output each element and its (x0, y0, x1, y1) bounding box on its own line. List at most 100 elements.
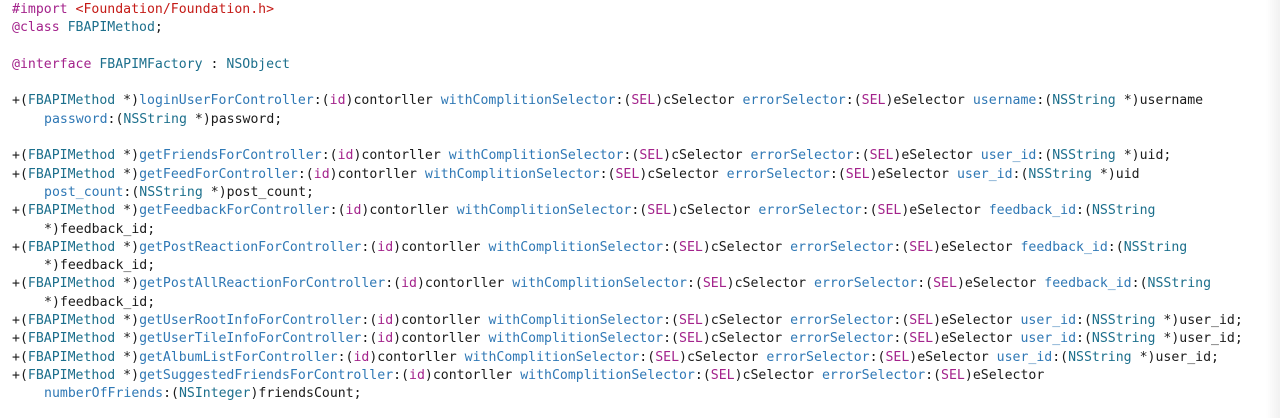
code-text: )cSelector (726, 276, 814, 292)
code-text: +( (12, 349, 28, 365)
code-text: :( (1036, 148, 1053, 164)
class-name-token: NSString (1068, 349, 1132, 365)
code-text: *)post_count; (202, 184, 314, 200)
code-line[interactable]: +(FBAPIMethod *)getUserTileInfoForContro… (12, 330, 1280, 348)
code-line[interactable]: *)feedback_id; (12, 221, 1280, 239)
selector-token: errorSelector (758, 203, 862, 219)
code-text: *) (115, 148, 140, 164)
code-text: *)password; (186, 111, 283, 127)
selector-token: feedback_id (1020, 239, 1108, 255)
keyword-token: SEL (877, 203, 902, 219)
keyword-token: SEL (679, 331, 703, 347)
selector-token: getFeedbackForController (139, 203, 330, 219)
class-name-token: FBAPIMFactory (99, 56, 203, 72)
class-name-token: NSString (1091, 203, 1156, 219)
class-name-token: NSString (123, 111, 187, 127)
selector-token: withComplitionSelector (448, 148, 624, 164)
selector-token: withComplitionSelector (464, 349, 640, 365)
code-text: :( (599, 166, 616, 182)
code-text: +( (12, 203, 28, 219)
keyword-token: SEL (702, 276, 727, 292)
keyword-token: id (377, 331, 394, 347)
selector-token: withComplitionSelector (488, 313, 664, 329)
code-line[interactable]: post_count:(NSString *)post_count; (12, 184, 1280, 202)
code-line[interactable]: password:(NSString *)password; (12, 111, 1280, 129)
code-text: :( (623, 148, 640, 164)
code-text: )contorller (416, 276, 513, 292)
class-name-token: FBAPIMethod (27, 166, 116, 182)
code-line[interactable]: *)feedback_id; (12, 257, 1280, 275)
code-text: : (202, 56, 227, 72)
keyword-token: SEL (933, 276, 957, 292)
code-text: )eSelector (869, 166, 957, 182)
code-text: +( (12, 313, 28, 329)
code-text: *)feedback_id; (44, 258, 156, 274)
code-line[interactable]: @class FBAPIMethod; (12, 19, 1280, 37)
code-text: *)user_id; (1155, 331, 1243, 347)
code-text: +( (12, 239, 28, 255)
class-name-token: NSString (1052, 93, 1116, 109)
code-text: *)username (1115, 93, 1204, 109)
class-name-token: NSString (1147, 276, 1212, 292)
blank-code-line[interactable]: ​ (12, 38, 1280, 56)
code-text: :( (163, 386, 179, 402)
code-line[interactable]: *)feedback_id; (12, 294, 1280, 312)
class-name-token: FBAPIMethod (27, 93, 116, 109)
keyword-token: SEL (909, 313, 934, 329)
keyword-token: @class (12, 20, 68, 36)
selector-token: getFeedForController (139, 166, 298, 182)
selector-token: getSuggestedFriendsForController (139, 367, 394, 383)
selector-token: errorSelector (726, 166, 830, 182)
code-text: :( (107, 111, 124, 127)
code-text: :( (893, 331, 910, 347)
code-line[interactable]: +(FBAPIMethod *)getPostReactionForContro… (12, 239, 1280, 257)
code-text: +( (12, 166, 28, 182)
code-text: )cSelector (671, 203, 759, 219)
code-text: :( (631, 203, 648, 219)
selector-token: errorSelector (814, 276, 918, 292)
blank-code-line[interactable]: ​ (12, 129, 1280, 147)
blank-code-line[interactable]: ​ (12, 74, 1280, 92)
code-text: +( (12, 148, 28, 164)
code-text: )eSelector (909, 349, 997, 365)
keyword-token: SEL (639, 148, 664, 164)
class-name-token: NSString (1052, 148, 1116, 164)
selector-token: errorSelector (790, 239, 894, 255)
code-line[interactable]: +(FBAPIMethod *)getSuggestedFriendsForCo… (12, 367, 1280, 385)
code-text: )cSelector (639, 166, 727, 182)
code-text: )eSelector (901, 203, 989, 219)
code-text: )eSelector (885, 93, 973, 109)
keyword-token: SEL (647, 203, 672, 219)
selector-token: getAlbumListForController (139, 349, 338, 365)
keyword-token: SEL (615, 166, 640, 182)
code-line[interactable]: +(FBAPIMethod *)getFriendsForController:… (12, 147, 1280, 165)
code-text: +( (12, 276, 28, 292)
code-line[interactable]: +(FBAPIMethod *)loginUserForController:(… (12, 92, 1280, 110)
code-line[interactable]: numberOfFriends:(NSInteger)friendsCount; (12, 385, 1280, 403)
code-line[interactable]: +(FBAPIMethod *)getFeedbackForController… (12, 202, 1280, 220)
selector-token: feedback_id (988, 203, 1077, 219)
class-name-token: FBAPIMethod (27, 367, 116, 383)
code-line[interactable]: #import <Foundation/Foundation.h> (12, 1, 1280, 19)
selector-token: numberOfFriends (44, 386, 164, 402)
code-text: :( (893, 239, 910, 255)
code-line[interactable]: @interface FBAPIMFactory : NSObject (12, 56, 1280, 74)
selector-token: loginUserForController (139, 93, 314, 109)
selector-token: username (972, 93, 1037, 109)
code-line[interactable]: +(FBAPIMethod *)getUserRootInfoForContro… (12, 312, 1280, 330)
selector-token: withComplitionSelector (512, 276, 687, 292)
keyword-token: id (329, 93, 346, 109)
code-line[interactable]: +(FBAPIMethod *)getAlbumListForControlle… (12, 349, 1280, 367)
code-text: :( (123, 184, 140, 200)
code-text: *) (115, 93, 140, 109)
code-text: *)uid (1091, 166, 1140, 182)
keyword-token: SEL (861, 93, 886, 109)
selector-token: errorSelector (766, 349, 870, 365)
class-name-token: NSString (1091, 313, 1156, 329)
code-line[interactable]: +(FBAPIMethod *)getFeedForController:(id… (12, 166, 1280, 184)
selector-token: withComplitionSelector (488, 331, 664, 347)
code-text: )eSelector (893, 148, 981, 164)
code-line[interactable]: +(FBAPIMethod *)getPostAllReactionForCon… (12, 275, 1280, 293)
code-text: )contorller (345, 93, 441, 109)
